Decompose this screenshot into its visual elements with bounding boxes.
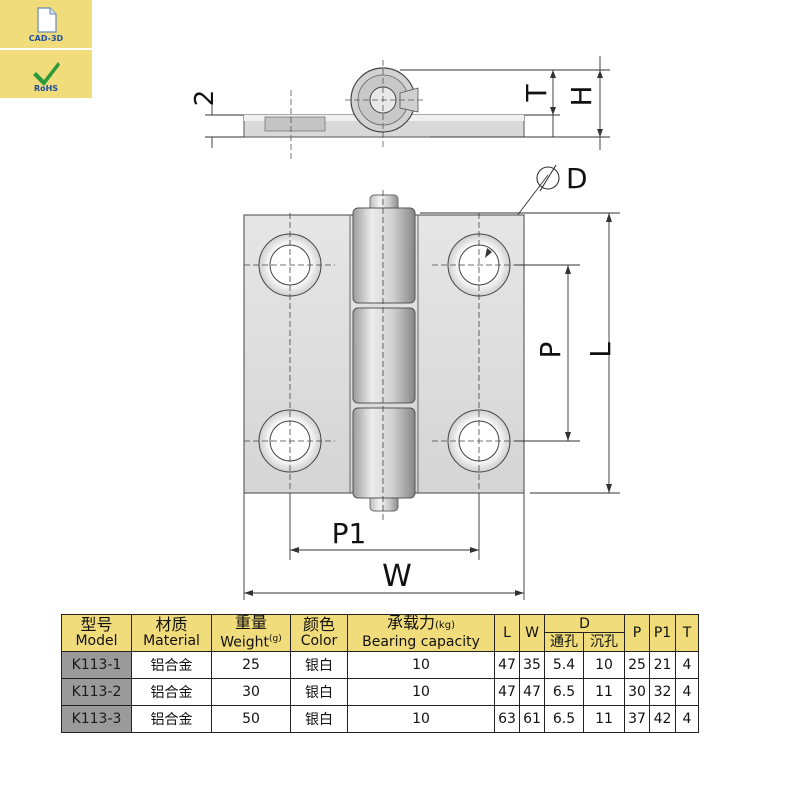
dim-label-l: L bbox=[584, 342, 617, 358]
cell-w: 47 bbox=[519, 677, 545, 706]
cell-capacity: 10 bbox=[347, 704, 495, 733]
rohs-badge: RoHS bbox=[0, 50, 92, 100]
cell-model: K113-2 bbox=[61, 677, 132, 706]
document-icon bbox=[37, 7, 57, 33]
cell-t: 4 bbox=[675, 704, 699, 733]
cell-material: 铝合金 bbox=[131, 704, 212, 733]
table-row: K113-1 铝合金 25 银白 10 47 35 5.4 10 25 21 4 bbox=[61, 650, 699, 679]
header-weight: 重量 Weight(g) bbox=[211, 614, 291, 652]
cell-p1: 32 bbox=[649, 677, 676, 706]
dim-label-p1: P1 bbox=[332, 517, 367, 550]
rohs-label: RoHS bbox=[33, 84, 59, 93]
cell-t: 4 bbox=[675, 650, 699, 679]
cell-l: 63 bbox=[494, 704, 520, 733]
cell-model: K113-3 bbox=[61, 704, 132, 733]
header-p1: P1 bbox=[649, 614, 676, 652]
dim-label-t: T bbox=[520, 84, 553, 103]
cell-d-through: 5.4 bbox=[544, 650, 584, 679]
header-d: D bbox=[544, 613, 625, 634]
dim-label-2: 2 bbox=[190, 90, 220, 107]
diameter-icon bbox=[536, 164, 560, 192]
cell-weight: 50 bbox=[211, 704, 291, 733]
hinge-technical-drawing: 2 T H D P L P1 W bbox=[190, 56, 620, 600]
cell-d-counter: 11 bbox=[583, 704, 625, 733]
dim-label-d: D bbox=[566, 162, 588, 195]
dim-label-h: H bbox=[565, 85, 598, 106]
cell-d-through: 6.5 bbox=[544, 677, 584, 706]
cell-p: 30 bbox=[624, 677, 650, 706]
table-row: K113-2 铝合金 30 银白 10 47 47 6.5 11 30 32 4 bbox=[61, 677, 699, 706]
cell-l: 47 bbox=[494, 650, 520, 679]
front-dimensions bbox=[243, 212, 620, 600]
cell-d-counter: 11 bbox=[583, 677, 625, 706]
cad-3d-badge[interactable]: CAD-3D bbox=[0, 0, 92, 50]
header-l: L bbox=[494, 614, 520, 652]
cell-w: 61 bbox=[519, 704, 545, 733]
cell-color: 银白 bbox=[290, 677, 348, 706]
cell-d-through: 6.5 bbox=[544, 704, 584, 733]
cell-model: K113-1 bbox=[61, 650, 132, 679]
header-color: 颜色 Color bbox=[290, 614, 348, 652]
cell-l: 47 bbox=[494, 677, 520, 706]
cell-p: 37 bbox=[624, 704, 650, 733]
cell-p: 25 bbox=[624, 650, 650, 679]
side-view bbox=[243, 60, 525, 160]
cell-capacity: 10 bbox=[347, 650, 495, 679]
header-model: 型号 Model bbox=[61, 614, 132, 652]
cell-w: 35 bbox=[519, 650, 545, 679]
header-w: W bbox=[519, 614, 545, 652]
cell-weight: 30 bbox=[211, 677, 291, 706]
cell-color: 银白 bbox=[290, 650, 348, 679]
cell-capacity: 10 bbox=[347, 677, 495, 706]
header-t: T bbox=[675, 614, 699, 652]
cell-weight: 25 bbox=[211, 650, 291, 679]
header-material: 材质 Material bbox=[131, 614, 212, 652]
header-p: P bbox=[624, 614, 650, 652]
dim-label-w: W bbox=[382, 559, 412, 594]
header-bearing-capacity: 承载力(kg) Bearing capacity bbox=[347, 614, 495, 652]
cell-material: 铝合金 bbox=[131, 677, 212, 706]
spec-table: 型号 Model 材质 Material 重量 Weight(g) 颜色 Col… bbox=[61, 613, 699, 733]
dim-label-p: P bbox=[534, 342, 567, 359]
cell-p1: 42 bbox=[649, 704, 676, 733]
cell-p1: 21 bbox=[649, 650, 676, 679]
cell-material: 铝合金 bbox=[131, 650, 212, 679]
header-d-through: 通孔 bbox=[544, 632, 584, 652]
front-view bbox=[243, 190, 525, 520]
cell-t: 4 bbox=[675, 677, 699, 706]
cell-d-counter: 10 bbox=[583, 650, 625, 679]
header-d-counter: 沉孔 bbox=[583, 632, 625, 652]
table-row: K113-3 铝合金 50 银白 10 63 61 6.5 11 37 42 4 bbox=[61, 704, 699, 733]
checkmark-icon bbox=[33, 62, 60, 86]
cell-color: 银白 bbox=[290, 704, 348, 733]
cad-3d-label: CAD-3D bbox=[28, 34, 64, 43]
